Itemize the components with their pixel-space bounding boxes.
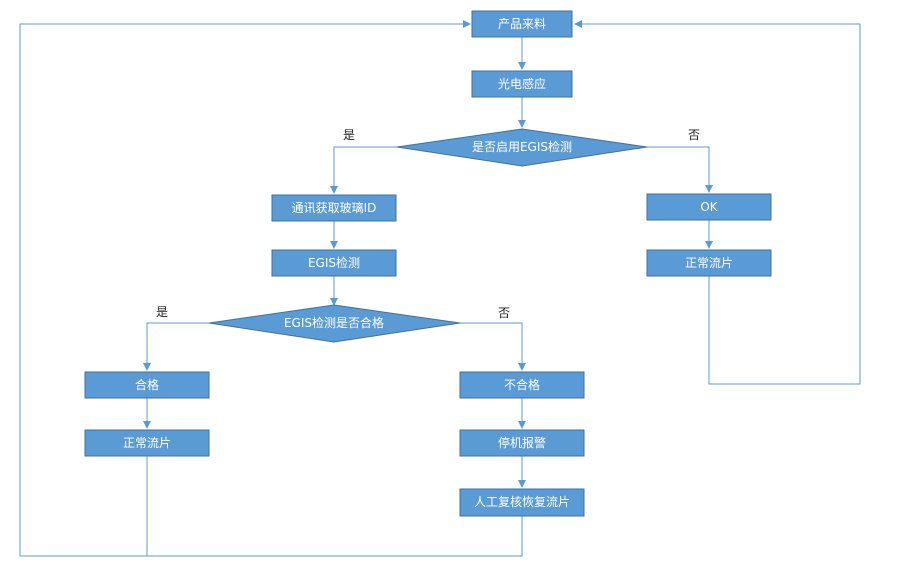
node-label: 光电感应 <box>498 76 546 91</box>
decision-label: 是否启用EGIS检测 <box>472 139 572 154</box>
edge-recover-merge <box>147 516 523 557</box>
edge-left-loop <box>19 20 471 557</box>
node-label: 不合格 <box>504 377 540 392</box>
node-pass: 合格 <box>84 371 210 399</box>
node-read-glass-id: 通讯获取玻璃ID <box>271 194 397 222</box>
node-egis-inspect: EGIS检测 <box>271 249 397 277</box>
edge-decision-no <box>647 146 713 193</box>
node-label: EGIS检测 <box>308 255 360 270</box>
node-label: 正常流片 <box>685 256 733 270</box>
node-label: 停机报警 <box>498 435 546 450</box>
branch-label-no: 否 <box>498 306 510 320</box>
node-ok: OK <box>646 193 772 221</box>
node-label: OK <box>700 200 718 214</box>
node-manual-recover: 人工复核恢复流片 <box>459 488 585 517</box>
edge-pass-yes <box>143 322 209 371</box>
node-stop-alarm: 停机报警 <box>459 429 585 457</box>
edge-pass-no <box>460 322 526 371</box>
branch-label-no: 否 <box>688 128 700 142</box>
node-label: 通讯获取玻璃ID <box>292 201 377 215</box>
decision-egis-enabled: 是否启用EGIS检测 <box>396 128 648 167</box>
node-fail: 不合格 <box>459 371 585 399</box>
node-product-feed: 产品来料 <box>471 10 573 38</box>
node-label: 产品来料 <box>498 17 546 31</box>
branch-label-yes: 是 <box>343 128 355 142</box>
edge-decision-yes <box>330 146 397 194</box>
node-label: 人工复核恢复流片 <box>474 495 570 509</box>
branch-label-yes: 是 <box>156 305 168 319</box>
node-photo-sensor: 光电感应 <box>471 70 573 98</box>
edge-right-loop <box>574 20 861 385</box>
decision-label: EGIS检测是否合格 <box>284 315 384 330</box>
connectors <box>19 20 861 557</box>
node-label: 合格 <box>135 377 159 392</box>
node-ok-flow: 正常流片 <box>646 249 772 277</box>
node-label: 正常流片 <box>123 436 171 450</box>
node-pass-flow: 正常流片 <box>84 429 210 457</box>
decision-egis-pass: EGIS检测是否合格 <box>208 304 461 343</box>
